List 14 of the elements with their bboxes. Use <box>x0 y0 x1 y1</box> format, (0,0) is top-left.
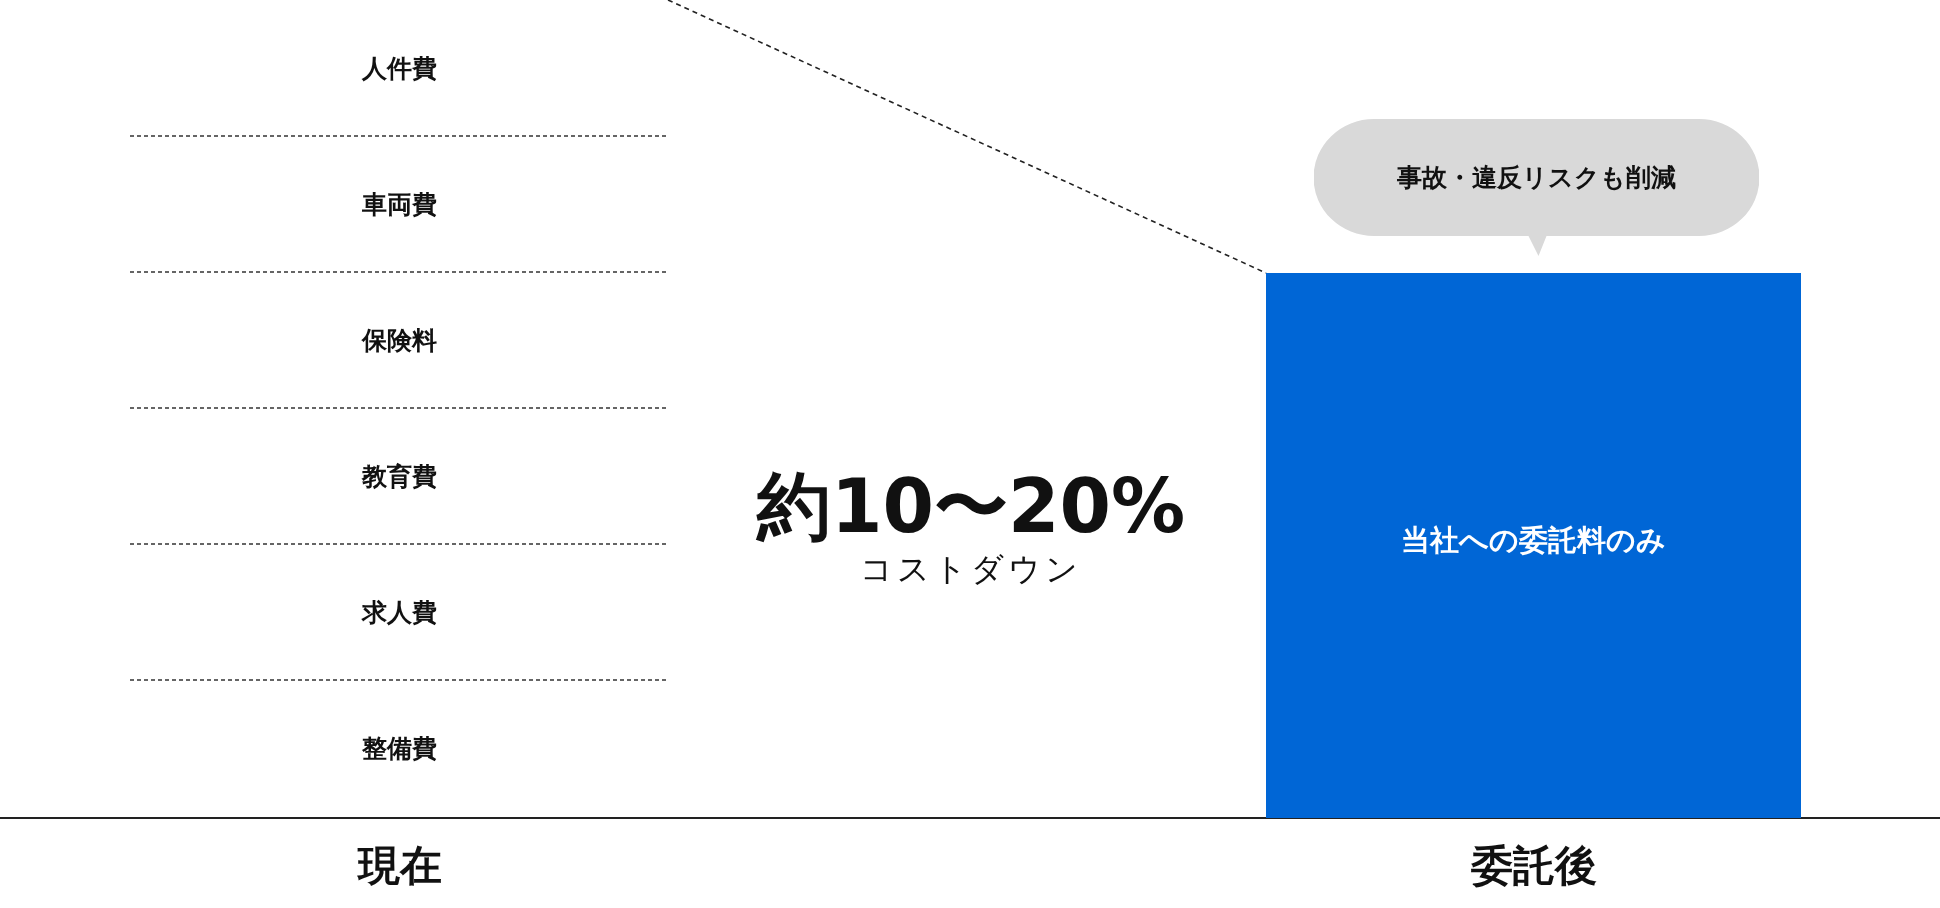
bubble-text: 事故・違反リスクも削減 <box>1397 162 1676 194</box>
speech-bubble <box>1314 119 1759 256</box>
reduction-figure: 約10〜20% <box>755 462 1187 551</box>
fee-block <box>1266 273 1801 818</box>
cost-item-label: 保険料 <box>361 324 437 357</box>
fee-label: 当社への委託料のみ <box>1401 521 1666 559</box>
axis-label: 委託後 <box>1470 840 1598 892</box>
cost-item-label: 車両費 <box>361 188 437 221</box>
reduction-caption: コストダウン <box>859 549 1083 590</box>
cost-item-label: 求人費 <box>361 596 437 629</box>
cost-item-label: 整備費 <box>361 733 437 765</box>
axis-label: 現在 <box>356 840 443 892</box>
cost-item-label: 人件費 <box>361 52 437 85</box>
cost-item-label: 教育費 <box>361 460 437 493</box>
